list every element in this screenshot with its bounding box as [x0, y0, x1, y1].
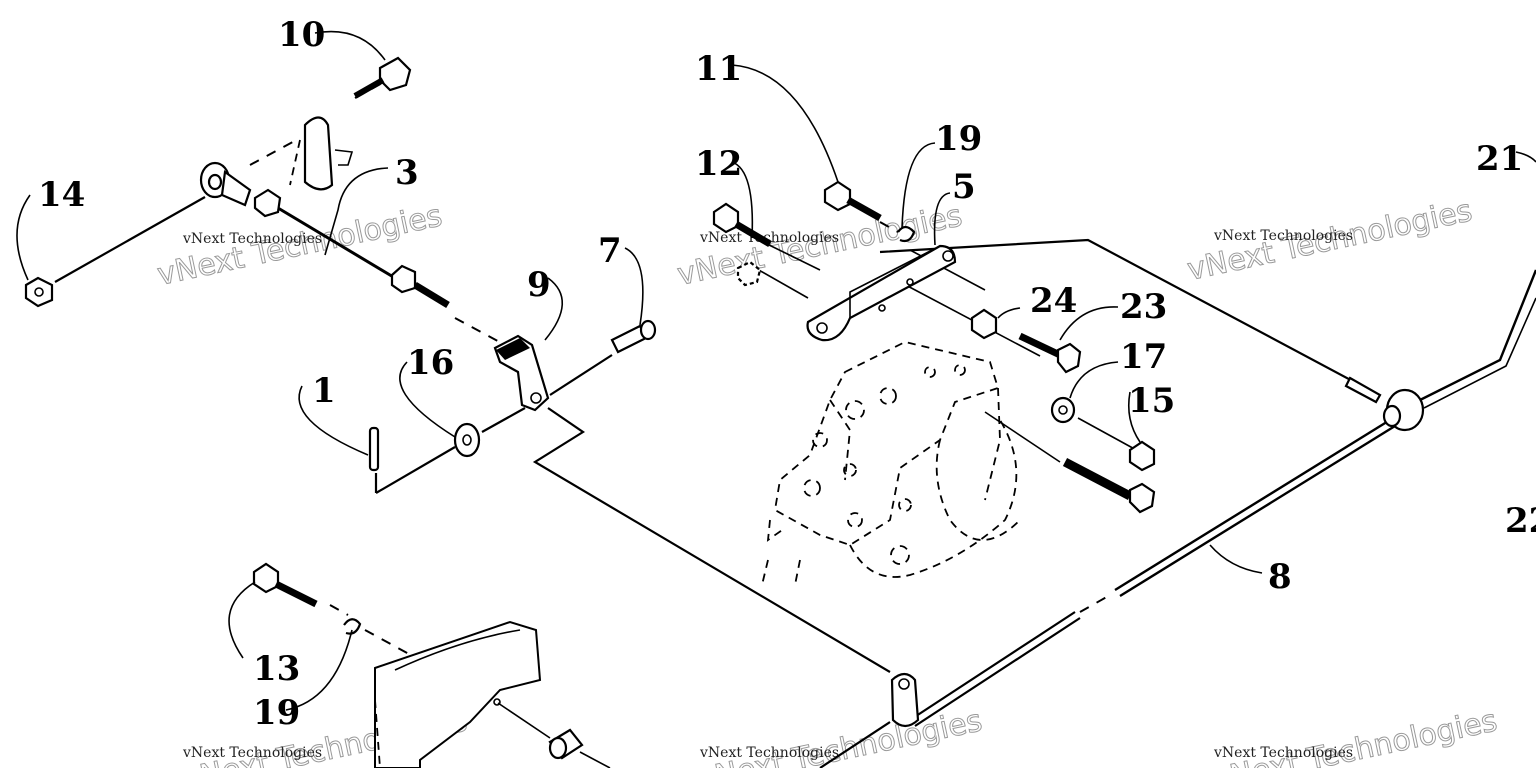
- rod-bracket-phantom: [289, 116, 354, 191]
- leader-lines: [16, 30, 1536, 711]
- callout-labels: 10 3 14 9 7 1 16 11 12 19 5 24 23 17 15 …: [38, 15, 1536, 733]
- svg-text:vNext Technologies: vNext Technologies: [182, 231, 322, 247]
- bolt-12: [712, 202, 772, 287]
- svg-text:vNext Technologies: vNext Technologies: [182, 745, 322, 761]
- rod-end-8: [1344, 376, 1425, 432]
- nut-14: [24, 276, 54, 308]
- callout-16: 16: [407, 343, 454, 383]
- svg-text:vNext Technologies: vNext Technologies: [1213, 745, 1353, 761]
- callout-24: 24: [1030, 281, 1077, 321]
- callout-19-lower: 19: [253, 693, 300, 733]
- callout-21: 21: [1476, 139, 1523, 179]
- assembly-lines: [54, 75, 1536, 768]
- rod-lever: [890, 672, 920, 728]
- callout-22: 22: [1505, 501, 1536, 541]
- callout-3: 3: [395, 153, 419, 193]
- callout-10: 10: [278, 15, 325, 55]
- callout-13: 13: [253, 649, 300, 689]
- bushing: [548, 728, 584, 760]
- bolt-11: [823, 180, 882, 222]
- callout-12: 12: [695, 144, 742, 184]
- arm-9: [493, 334, 550, 412]
- cotter-pin-1: [368, 426, 380, 472]
- callout-23: 23: [1120, 287, 1167, 327]
- washer-17: [1050, 396, 1076, 424]
- bolt-10: [353, 56, 412, 99]
- housing-phantom: [761, 341, 1021, 586]
- callout-9: 9: [527, 265, 551, 305]
- bolt-13: [252, 562, 318, 608]
- callout-15: 15: [1128, 381, 1175, 421]
- lower-plate: [374, 620, 542, 768]
- svg-text:vNext Technologies: vNext Technologies: [699, 230, 839, 246]
- callout-11: 11: [695, 49, 742, 89]
- callout-17: 17: [1120, 337, 1167, 377]
- svg-text:vNext Technologies: vNext Technologies: [1213, 228, 1353, 244]
- washer-16: [453, 422, 481, 458]
- callout-1: 1: [312, 371, 336, 411]
- callout-8: 8: [1268, 557, 1292, 597]
- nut-24: [970, 308, 998, 340]
- pin-7: [610, 319, 657, 354]
- svg-text:vNext Technologies: vNext Technologies: [699, 745, 839, 761]
- bolt-23: [1018, 332, 1082, 374]
- watermark-bottom-center: vNext Technologies vNext Technologies: [694, 703, 986, 768]
- rod-end-3: [199, 161, 450, 308]
- watermark-top-right: vNext Technologies vNext Technologies: [1184, 193, 1476, 289]
- callout-5: 5: [952, 167, 976, 207]
- callout-19-upper: 19: [935, 119, 982, 159]
- bracket-5: [806, 244, 957, 342]
- callout-7: 7: [598, 231, 622, 271]
- long-bolt: [1062, 458, 1156, 514]
- nut-15: [1128, 440, 1156, 472]
- watermark-bottom-right: vNext Technologies vNext Technologies: [1209, 703, 1501, 768]
- callout-14: 14: [38, 175, 85, 215]
